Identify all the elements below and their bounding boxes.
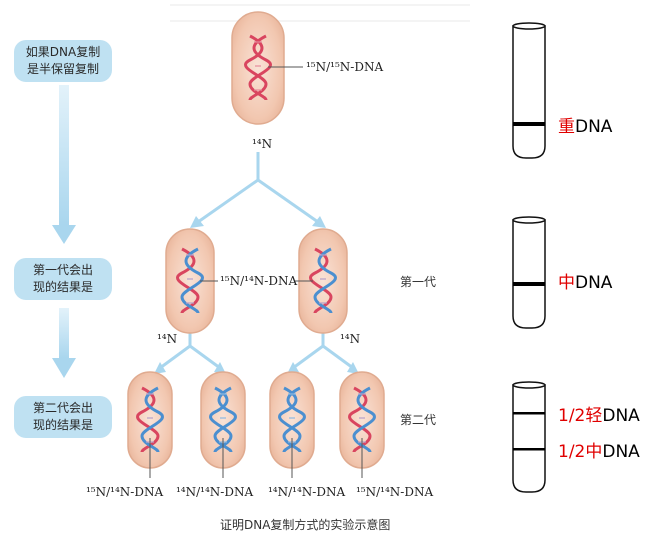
arrow-head [312,216,326,228]
faint-bg-line [170,4,470,6]
gen1-dna-label: ¹⁵N/¹⁴N-DNA [220,274,298,288]
medium-label-right: ¹⁴N [340,332,361,346]
arrow-head [214,362,226,374]
step-box-line: 是半保留复制 [26,62,99,76]
medium-label-left: ¹⁴N [157,332,178,346]
pointer-lines-gen2 [149,438,363,478]
band-label-suffix: DNA [602,442,640,462]
parent-cell [231,11,285,125]
hybrid-dna-band [513,282,545,286]
band-label-highlight: 重 [558,117,575,137]
arrow-head [347,362,359,374]
arrow-head [287,362,299,374]
band-label-highlight: 中 [558,273,575,293]
arrow-head [190,216,204,228]
left-flow-arrow [52,308,76,378]
band-label-suffix: DNA [602,406,640,426]
centrifuge-tube-2 [512,216,546,329]
band-label-suffix: DNA [575,273,613,293]
branch-arrow-top [197,152,319,224]
arrow-head [154,362,166,374]
faint-bg-line [170,20,470,22]
gen1-label: 第一代 [400,275,437,289]
band-label-suffix: DNA [575,117,613,137]
hybrid-dna-band [513,448,545,451]
step-box-hypothesis: 如果DNA复制 是半保留复制 [14,40,112,82]
light-dna-band [513,412,545,415]
step-box-line: 第二代会出 [32,401,93,415]
gen2-dna-label: ¹⁵N/¹⁴N-DNA [356,485,434,499]
gen2-dna-label: ¹⁴N/¹⁴N-DNA [268,485,346,499]
step-box-gen2: 第二代会出 现的结果是 [14,396,112,438]
parent-dna-label: ¹⁵N/¹⁵N-DNA [306,60,384,74]
step-box-gen1: 第一代会出 现的结果是 [14,258,112,300]
medium-label-top: ¹⁴N [252,137,273,151]
centrifuge-tube-3 [512,381,546,493]
gen2-dna-label: ¹⁴N/¹⁴N-DNA [176,485,254,499]
band-label-highlight: 1/2轻 [558,406,603,426]
step-box-line: 如果DNA复制 [25,45,101,59]
centrifuge-tube-1 [512,22,546,159]
branch-arrow-left [159,332,221,370]
band-label-hybrid: 中DNA [558,268,612,293]
step-box-line: 第一代会出 [32,263,93,277]
branch-arrow-right [292,332,354,370]
band-label-half-light: 1/2轻DNA [558,401,640,426]
gen2-label: 第二代 [400,413,437,427]
heavy-dna-band [513,122,545,126]
band-label-half-hybrid: 1/2中DNA [558,437,640,462]
step-box-line: 现的结果是 [32,280,93,294]
band-label-heavy: 重DNA [558,112,612,137]
figure-caption: 证明DNA复制方式的实验示意图 [220,518,391,532]
left-flow-arrow [52,85,76,244]
step-box-line: 现的结果是 [32,418,93,432]
gen2-dna-label: ¹⁵N/¹⁴N-DNA [86,485,164,499]
band-label-highlight: 1/2中 [558,442,603,462]
